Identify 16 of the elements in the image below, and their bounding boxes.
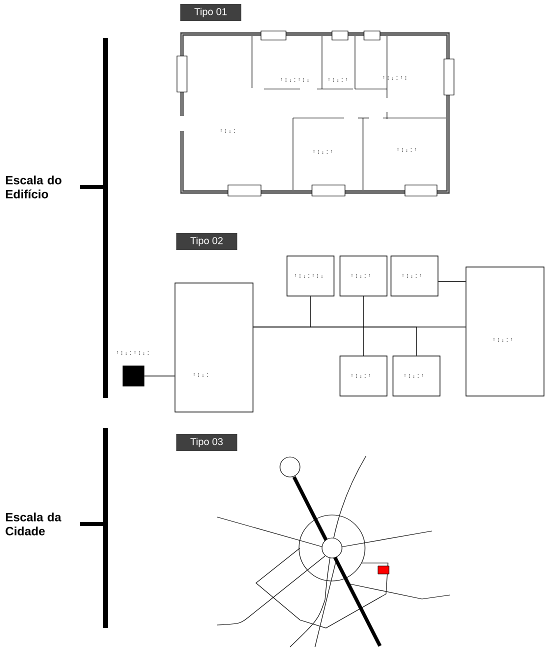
square-marker <box>122 366 144 386</box>
room-box <box>174 282 254 412</box>
type-tag: Tipo 02 <box>176 233 238 250</box>
connector-line <box>253 326 417 356</box>
type-tag: Tipo 03 <box>176 434 238 451</box>
room-box <box>340 356 388 396</box>
connector-line <box>363 296 364 356</box>
scale-label: Escala do Edifício <box>6 176 62 198</box>
room-box <box>286 256 334 296</box>
room-box <box>466 266 544 396</box>
room-box <box>390 256 438 296</box>
room-box <box>392 356 440 396</box>
type-tag: Tipo 01 <box>180 4 242 21</box>
room-box <box>340 256 388 296</box>
connector-line <box>438 281 466 282</box>
scale-label: Escala da Cidade <box>6 512 62 536</box>
